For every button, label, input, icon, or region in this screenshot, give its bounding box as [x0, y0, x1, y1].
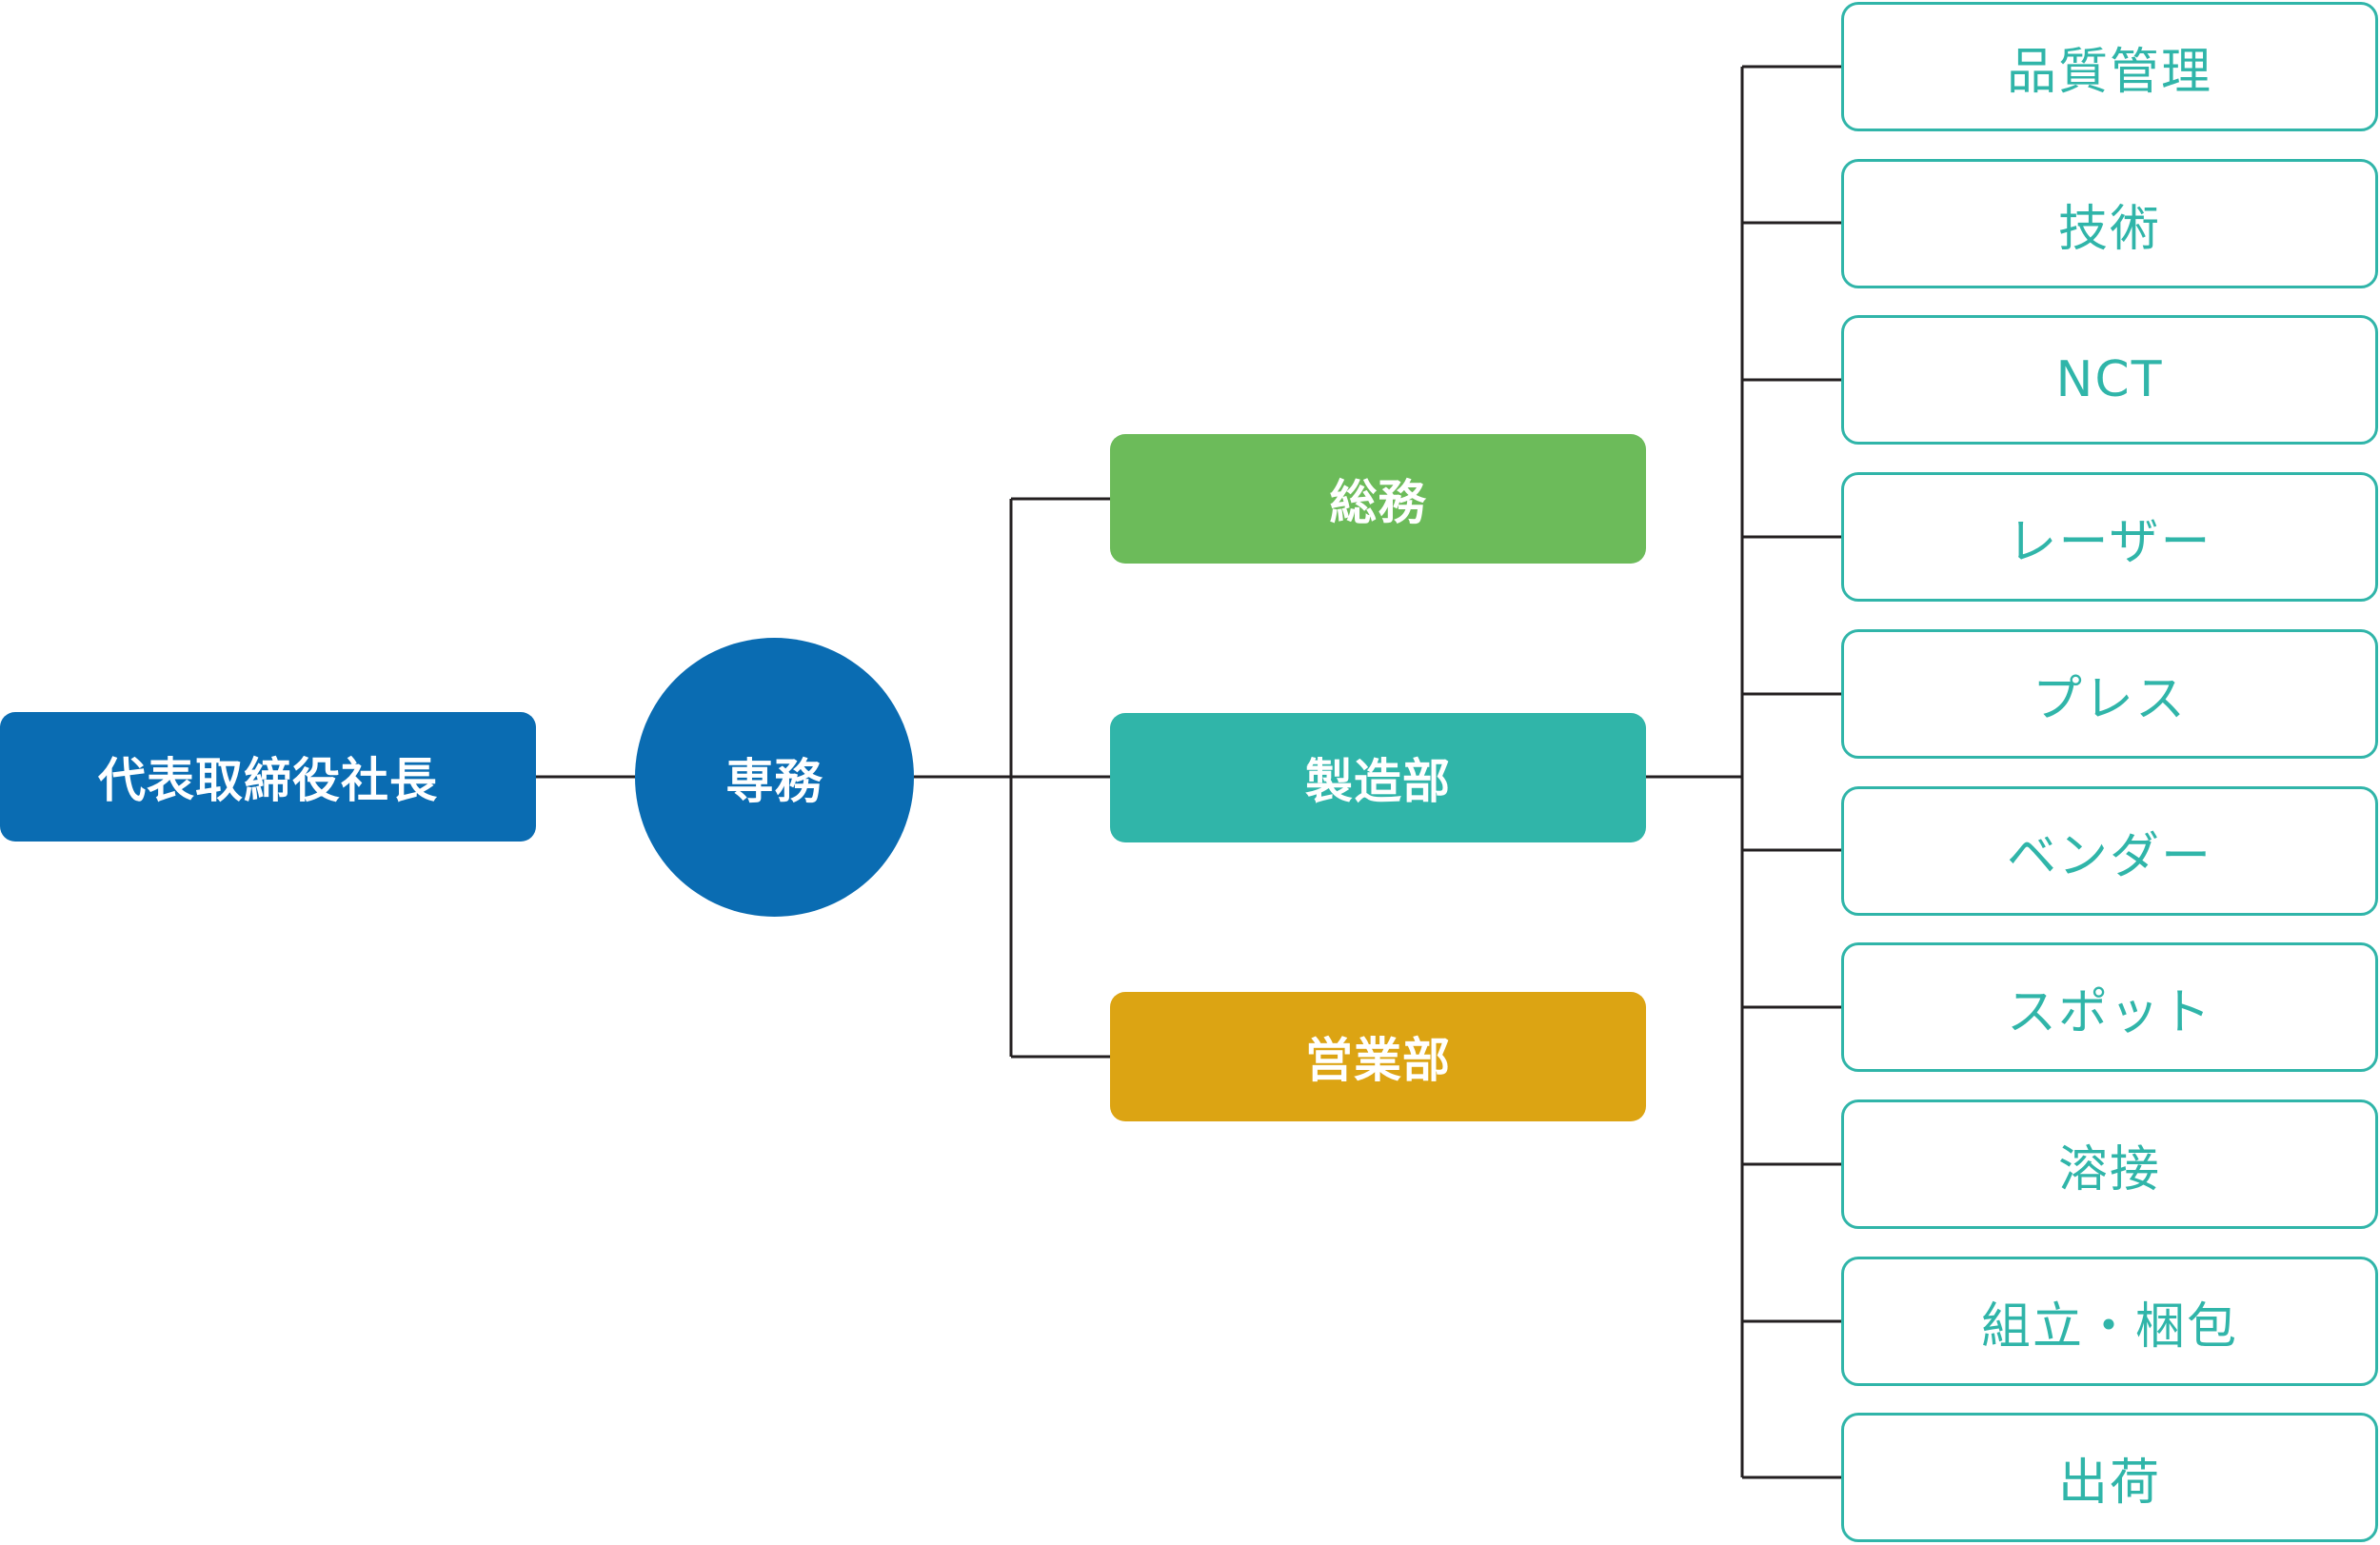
- section-label: NCT: [2055, 351, 2164, 408]
- section-engineering: 技術: [1841, 159, 2378, 288]
- dept-label: 営業部: [1305, 1033, 1451, 1088]
- section-label: スポット: [2006, 983, 2212, 1041]
- section-welding: 溶接: [1841, 1099, 2378, 1229]
- section-label: 出荷: [2057, 1454, 2161, 1512]
- section-label: プレス: [2032, 670, 2187, 728]
- section-shipping: 出荷: [1841, 1413, 2378, 1542]
- senmu-node: 専務: [635, 638, 914, 917]
- section-quality-control: 品質管理: [1841, 2, 2378, 131]
- dept-label: 製造部: [1305, 754, 1451, 809]
- dept-label: 総務: [1329, 475, 1427, 530]
- section-laser: レーザー: [1841, 472, 2378, 602]
- section-bender: ベンダー: [1841, 786, 2378, 916]
- section-spot: スポット: [1841, 942, 2378, 1072]
- ceo-node: 代表取締役社長: [0, 712, 536, 842]
- dept-general-affairs: 総務: [1110, 434, 1646, 564]
- section-nct: NCT: [1841, 315, 2378, 445]
- section-assembly-packing: 組立・梱包: [1841, 1257, 2378, 1386]
- dept-manufacturing: 製造部: [1110, 713, 1646, 842]
- section-label: レーザー: [2007, 513, 2212, 571]
- section-label: 溶接: [2057, 1140, 2161, 1198]
- section-press: プレス: [1841, 629, 2378, 759]
- section-label: 技術: [2057, 200, 2161, 258]
- section-label: ベンダー: [2006, 827, 2212, 885]
- ceo-label: 代表取締役社長: [98, 753, 438, 808]
- section-label: 品質管理: [2006, 43, 2212, 101]
- senmu-label: 専務: [725, 753, 823, 809]
- section-label: 組立・梱包: [1980, 1297, 2238, 1356]
- dept-sales: 営業部: [1110, 992, 1646, 1121]
